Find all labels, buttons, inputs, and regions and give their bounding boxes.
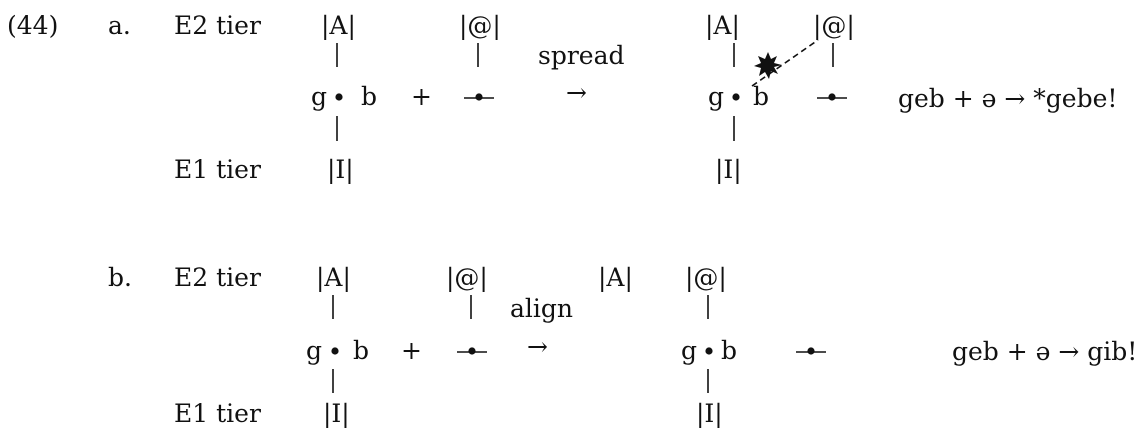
stem-left-consonant: g xyxy=(311,82,328,111)
result-left-consonant: g xyxy=(708,82,725,111)
result-bottom-element: |I| xyxy=(696,399,723,428)
stem-right-consonant: b xyxy=(361,82,378,111)
result-top-right-element: |@| xyxy=(813,11,855,40)
skeletal-dot xyxy=(331,347,339,355)
lower-tier-label: E1 tier xyxy=(174,399,261,428)
row-label: b. xyxy=(108,263,132,292)
result-top-element: |@| xyxy=(685,263,727,292)
upper-tier-label: E2 tier xyxy=(174,11,261,40)
result-left-consonant: g xyxy=(681,336,698,365)
operation-label: align xyxy=(510,294,574,323)
row-label: a. xyxy=(108,11,131,40)
gloss: geb + ə → gib! xyxy=(952,337,1138,366)
arrow: → xyxy=(527,332,548,361)
stem-left-consonant: g xyxy=(306,336,323,365)
gloss: geb + ə → *gebe! xyxy=(898,84,1118,113)
lower-tier-label: E1 tier xyxy=(174,155,261,184)
example-number: (44) xyxy=(7,11,59,40)
suffix-dot xyxy=(828,93,836,101)
result-right-consonant: b xyxy=(721,336,738,365)
plus-sign: + xyxy=(411,82,432,111)
arrow: → xyxy=(566,78,587,107)
suffix-element: |@| xyxy=(459,11,501,40)
suffix-element: |@| xyxy=(446,263,488,292)
skeletal-dot xyxy=(705,347,713,355)
suffix-dot xyxy=(475,93,483,101)
result-top-left-element: |A| xyxy=(705,11,740,40)
stem-right-consonant: b xyxy=(353,336,370,365)
stem-bottom-element: |I| xyxy=(323,399,350,428)
plus-sign: + xyxy=(401,336,422,365)
skeletal-dot xyxy=(335,93,343,101)
blocked-spread-line xyxy=(751,39,819,87)
stem-top-element: |A| xyxy=(316,263,351,292)
result-floating-element: |A| xyxy=(598,263,633,292)
stem-top-element: |A| xyxy=(321,11,356,40)
upper-tier-label: E2 tier xyxy=(174,263,261,292)
result-right-consonant: b xyxy=(753,82,770,111)
result-bottom-element: |I| xyxy=(715,155,742,184)
skeletal-dot xyxy=(732,93,740,101)
operation-label: spread xyxy=(538,41,625,70)
stem-bottom-element: |I| xyxy=(327,155,354,184)
suffix-dot xyxy=(807,347,815,355)
block-star-icon xyxy=(754,52,782,79)
suffix-dot xyxy=(468,347,476,355)
